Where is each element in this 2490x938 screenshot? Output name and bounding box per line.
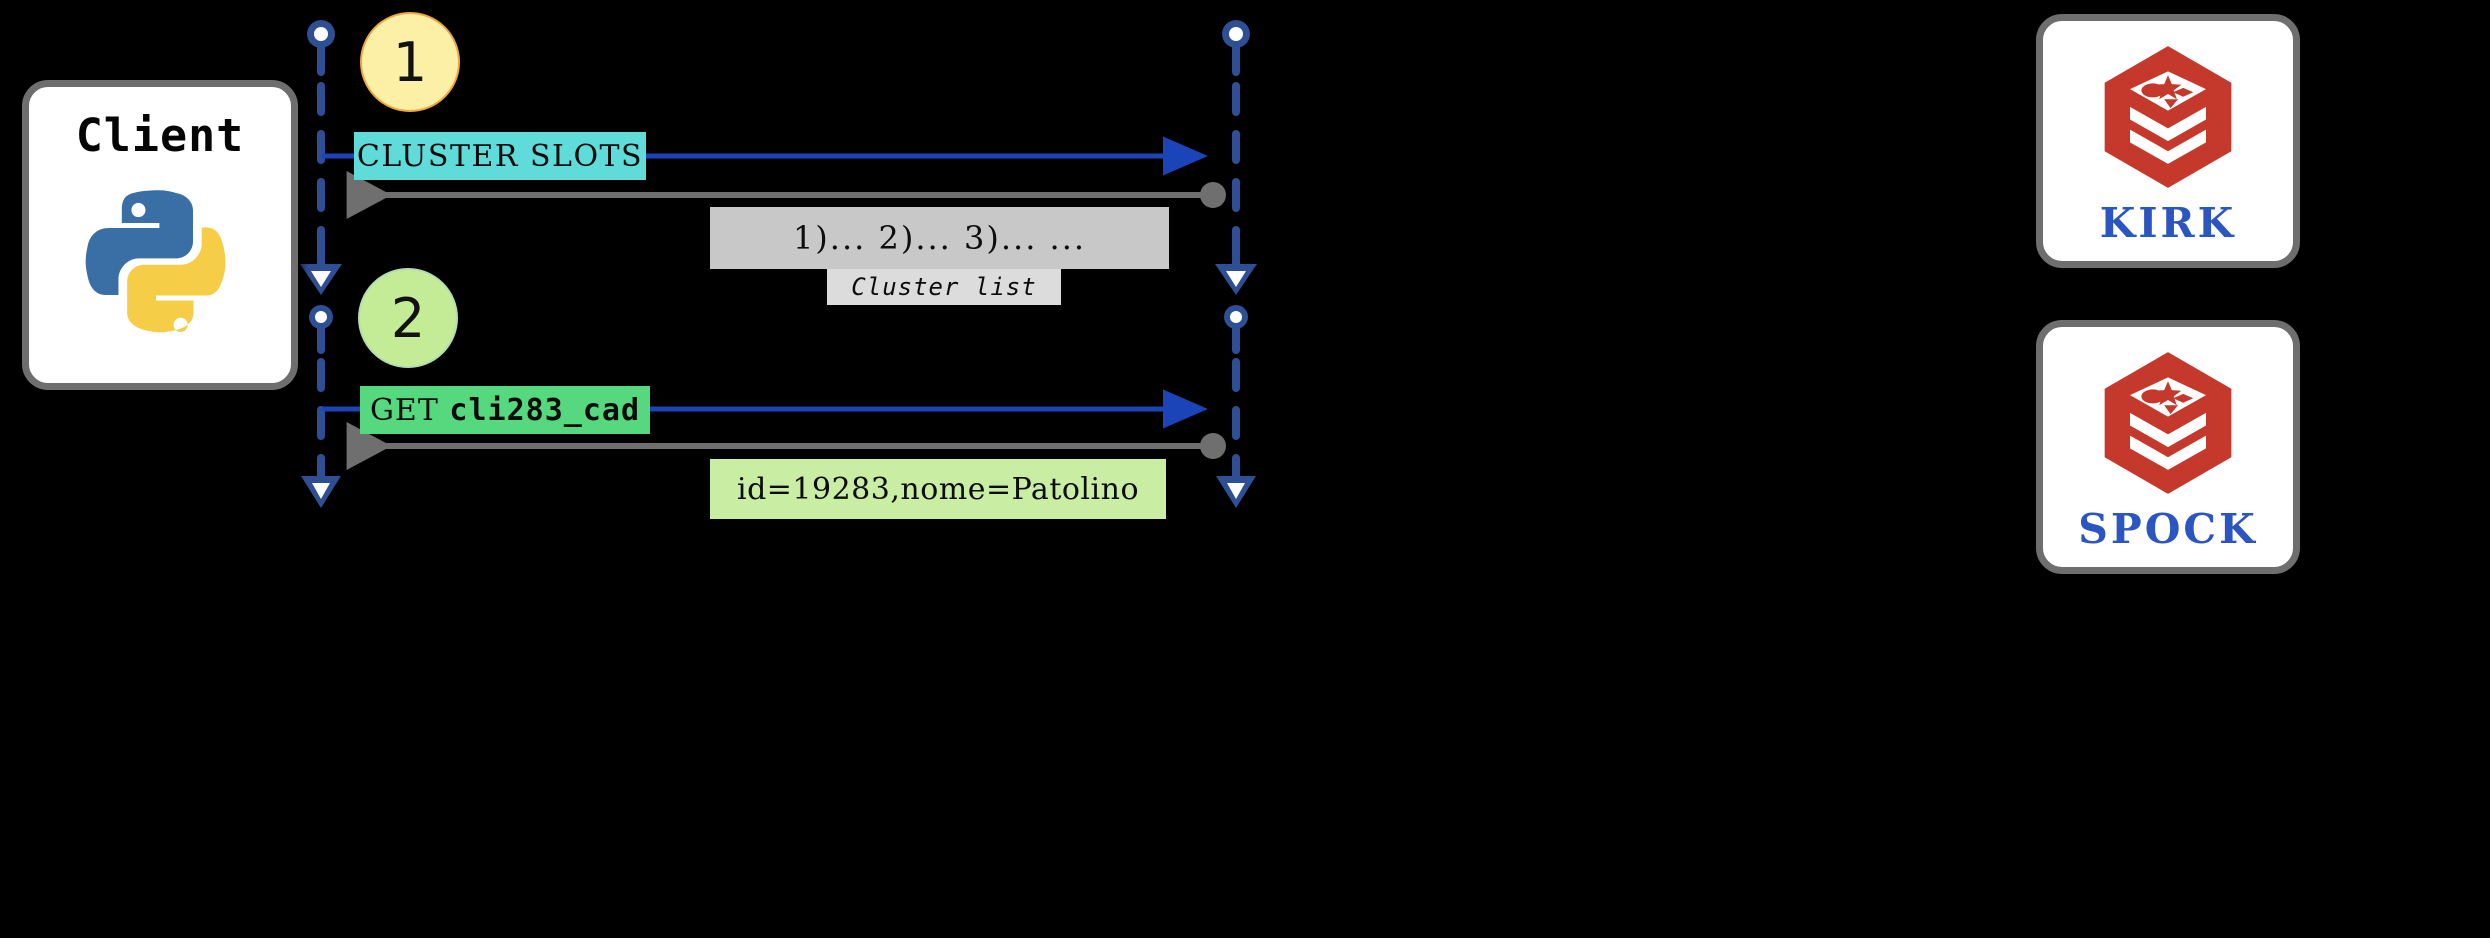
message-label-get: GET cli283_cad — [360, 386, 650, 434]
step-badge-1: 1 — [360, 12, 460, 112]
node-label-kirk: KIRK — [2099, 199, 2237, 247]
python-logo-icon — [76, 178, 244, 350]
step-number: 1 — [392, 30, 428, 94]
node-label-spock: SPOCK — [2078, 505, 2258, 553]
lifeline-node — [1215, 20, 1257, 508]
actor-node-spock[interactable]: SPOCK — [2036, 320, 2300, 574]
actor-node-kirk[interactable]: KIRK — [2036, 14, 2300, 268]
step-number: 2 — [390, 286, 426, 350]
response-label-value: id=19283,nome=Patolino — [710, 459, 1166, 519]
lifeline-client — [300, 20, 342, 508]
step-badge-2: 2 — [358, 268, 458, 368]
response-label-cluster-list: 1)... 2)... 3)... ... — [710, 207, 1169, 269]
get-verb: GET — [369, 392, 439, 428]
response-caption-cluster-list: Cluster list — [827, 269, 1061, 305]
response-arrow-value — [346, 422, 1226, 470]
redis-logo-icon — [2092, 41, 2244, 197]
actor-client[interactable]: Client — [22, 80, 298, 390]
client-title: Client — [75, 109, 245, 162]
redis-logo-icon — [2092, 347, 2244, 503]
message-label-cluster-slots: CLUSTER SLOTS — [354, 132, 646, 180]
response-arrow-cluster-list — [346, 171, 1226, 219]
get-key: cli283_cad — [449, 392, 641, 428]
